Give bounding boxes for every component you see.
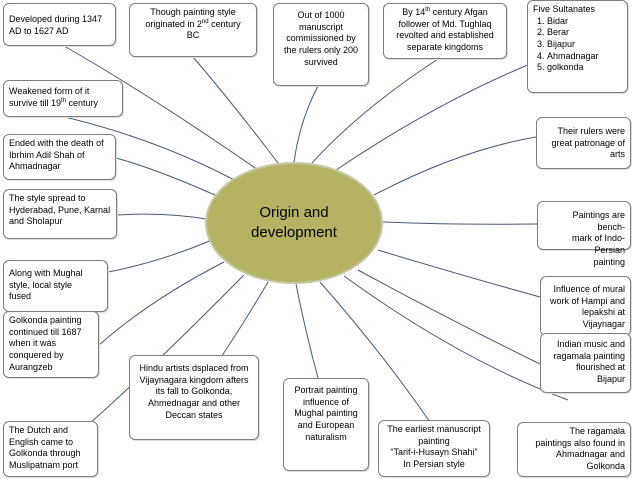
connector-ragamala	[343, 275, 569, 401]
node-mughal-fusion-text: Along with Mughal style, local style fus…	[9, 268, 83, 302]
node-weakened-form: Weakened form of it survive till 19th ce…	[3, 80, 123, 117]
node-indian-music-text: Indian music and ragamala painting flour…	[553, 339, 625, 385]
central-topic-label: Origin and development	[251, 203, 337, 241]
node-developed-during-text: Developed during 1347 AD to 1627 AD	[9, 14, 103, 36]
node-five-sultanates-title: Five Sultanates	[533, 4, 596, 14]
node-benchmark: Paintings are bench- mark of Indo-Persia…	[537, 201, 631, 267]
node-rulers-patronage: Their rulers were great patronage of art…	[536, 117, 631, 169]
connector-spread	[116, 213, 213, 221]
node-style-origin-sup: nd	[201, 18, 209, 25]
sultanates-list: Bidar Berar Bijapur Ahmadnagar golkonda	[533, 16, 622, 74]
node-hindu-artists-text: Hindu artists dsplaced from Vijaynagara …	[139, 363, 249, 420]
node-manuscripts: Out of 1000 manuscript commissioned by t…	[273, 3, 369, 86]
node-style-origin-text-b: century BC	[186, 18, 241, 41]
node-dutch-english-text: The Dutch and English came to Golkonda t…	[9, 425, 81, 471]
sultanate-item: golkonda	[547, 62, 622, 74]
node-earliest-manuscript-text: The earliest manuscript painting “Tarif-…	[387, 424, 481, 470]
node-style-origin-text-a: Though painting style originated in 2	[145, 7, 236, 29]
node-dutch-english: The Dutch and English came to Golkonda t…	[3, 421, 98, 477]
sultanate-item: Bijapur	[547, 39, 622, 51]
node-golkonda-continued-text: Golkonda painting continued till 1687 wh…	[9, 315, 82, 372]
node-manuscripts-text: Out of 1000 manuscript commissioned by t…	[283, 10, 359, 67]
node-style-origin: Though painting style originated in 2nd …	[129, 3, 257, 57]
node-weakened-form-sup: th	[61, 97, 67, 104]
connector-sultanates	[335, 59, 541, 171]
node-mural-influence-text: Influence of mural work of Hampi and lep…	[549, 284, 625, 330]
connector-manuscripts	[293, 85, 319, 163]
connector-developed	[63, 45, 259, 171]
connector-originated	[192, 56, 279, 164]
node-indian-music: Indian music and ragamala painting flour…	[540, 333, 631, 393]
node-developed-during: Developed during 1347 AD to 1627 AD	[3, 3, 116, 46]
central-topic: Origin and development	[205, 162, 383, 284]
connector-ended	[115, 157, 227, 201]
sultanate-item: Bidar	[547, 16, 622, 28]
node-portrait-painting-text: Portrait painting influence of Mughal pa…	[294, 385, 358, 442]
node-afgan-revolt-text-a: By 14	[402, 7, 426, 17]
node-weakened-form-text-a: Weakened form of it survive till 19	[9, 86, 90, 108]
sultanate-item: Berar	[547, 27, 622, 39]
connector-afgan	[311, 58, 439, 164]
connector-benchmark	[382, 221, 538, 225]
node-mughal-fusion: Along with Mughal style, local style fus…	[3, 260, 108, 312]
connector-weakened	[64, 116, 241, 184]
connector-patronage	[373, 136, 537, 196]
node-ragamala-found-text: The ragamala paintings also found in Ahm…	[535, 426, 625, 472]
node-mural-influence: Influence of mural work of Hampi and lep…	[540, 276, 631, 336]
node-afgan-revolt-text-b: century Afgan follower of Md. Tughlaq re…	[396, 7, 494, 53]
node-ended-death: Ended with the death of Ibrhim Adil Shah…	[3, 134, 116, 180]
connector-mughal	[107, 239, 213, 273]
node-earliest-manuscript: The earliest manuscript painting “Tarif-…	[378, 420, 490, 477]
node-hindu-artists: Hindu artists dsplaced from Vijaynagara …	[129, 355, 259, 440]
node-style-spread-text: The style spread to Hyderabad, Pune, Kar…	[9, 193, 111, 227]
node-style-spread: The style spread to Hyderabad, Pune, Kar…	[3, 189, 117, 239]
connector-music	[357, 269, 541, 365]
connector-earliest	[319, 281, 431, 423]
node-five-sultanates: Five Sultanates Bidar Berar Bijapur Ahma…	[527, 0, 628, 93]
node-afgan-revolt: By 14th century Afgan follower of Md. Tu…	[383, 3, 507, 59]
connector-portrait	[295, 283, 319, 379]
connector-mural	[377, 249, 541, 298]
node-golkonda-continued: Golkonda painting continued till 1687 wh…	[3, 311, 99, 378]
node-benchmark-text: Paintings are bench- mark of Indo-Persia…	[571, 210, 625, 267]
node-weakened-form-text-b: century	[66, 97, 99, 108]
connector-golkonda-end	[98, 261, 225, 346]
node-ended-death-text: Ended with the death of Ibrhim Adil Shah…	[9, 138, 104, 172]
sultanate-item: Ahmadnagar	[547, 51, 622, 63]
node-afgan-revolt-sup: th	[425, 7, 431, 13]
node-rulers-patronage-text: Their rulers were great patronage of art…	[551, 126, 625, 160]
node-ragamala-found: The ragamala paintings also found in Ahm…	[517, 422, 631, 477]
node-portrait-painting: Portrait painting influence of Mughal pa…	[283, 378, 369, 471]
